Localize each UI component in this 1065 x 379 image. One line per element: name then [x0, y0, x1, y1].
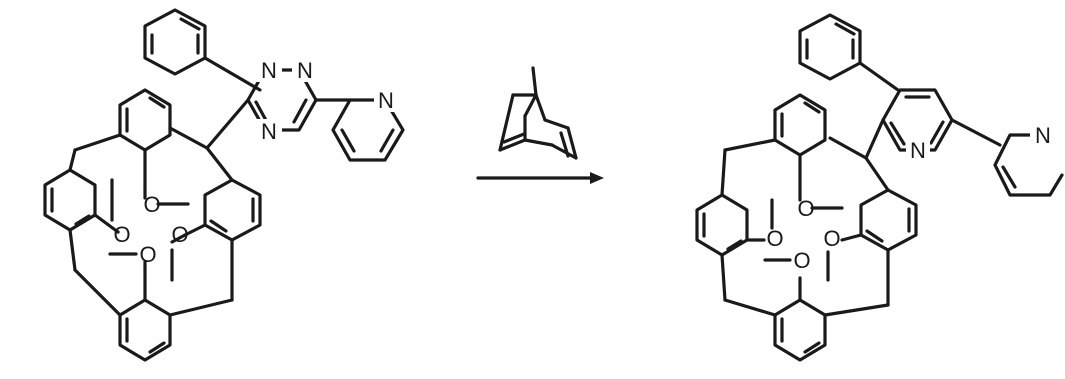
product-pyridyl-ring: N — [993, 123, 1064, 197]
product-oxygen-3: O — [823, 226, 840, 251]
reaction-arrow — [476, 172, 604, 184]
product-pyridine-n: N — [910, 138, 926, 163]
reactant-bottom-aryl-ring — [73, 268, 234, 362]
product-methoxy-groups: O O O O — [763, 193, 844, 282]
product-oxygen-2: O — [766, 226, 783, 251]
product-oxygen-4: O — [793, 248, 810, 273]
product-pyridyl-n: N — [1035, 123, 1051, 148]
reactant-right-aryl-ring — [183, 178, 262, 302]
reactant-oxygen-3: O — [171, 222, 188, 247]
product-pyridine-ring: N — [881, 88, 1002, 163]
reactant-tetrazine-ring: N N N — [246, 58, 352, 144]
product-right-aryl-ring — [840, 188, 918, 307]
reactant-methoxy-groups: O O O O — [108, 178, 190, 282]
product-bottom-aryl-ring — [723, 276, 890, 362]
tetrazine-n4: N — [261, 119, 277, 144]
product-phenyl-ring — [798, 13, 900, 92]
tetrazine-n1: N — [261, 58, 277, 83]
product-left-aryl-ring — [695, 148, 766, 302]
reagent-norbornadiene — [498, 66, 578, 160]
reactant-left-aryl-ring — [43, 148, 120, 272]
reactant-pyridyl-n: N — [378, 88, 394, 113]
reactant-oxygen-4: O — [139, 242, 156, 267]
product-oxygen-1: O — [797, 196, 814, 221]
reactant-phenyl-ring — [143, 8, 262, 92]
tetrazine-n2: N — [297, 58, 313, 83]
reactant-methine-bond — [205, 98, 250, 150]
product-molecule: N N — [695, 13, 1064, 362]
reactant-oxygen-2: O — [113, 222, 130, 247]
reactant-oxygen-1: O — [143, 192, 160, 217]
product-top-aryl-ring — [723, 93, 827, 197]
reactant-molecule: N N N N — [43, 8, 405, 362]
reactant-top-aryl-ring — [73, 88, 172, 192]
reactant-pyridyl-ring: N — [331, 88, 405, 162]
product-methine-bond — [864, 118, 885, 160]
